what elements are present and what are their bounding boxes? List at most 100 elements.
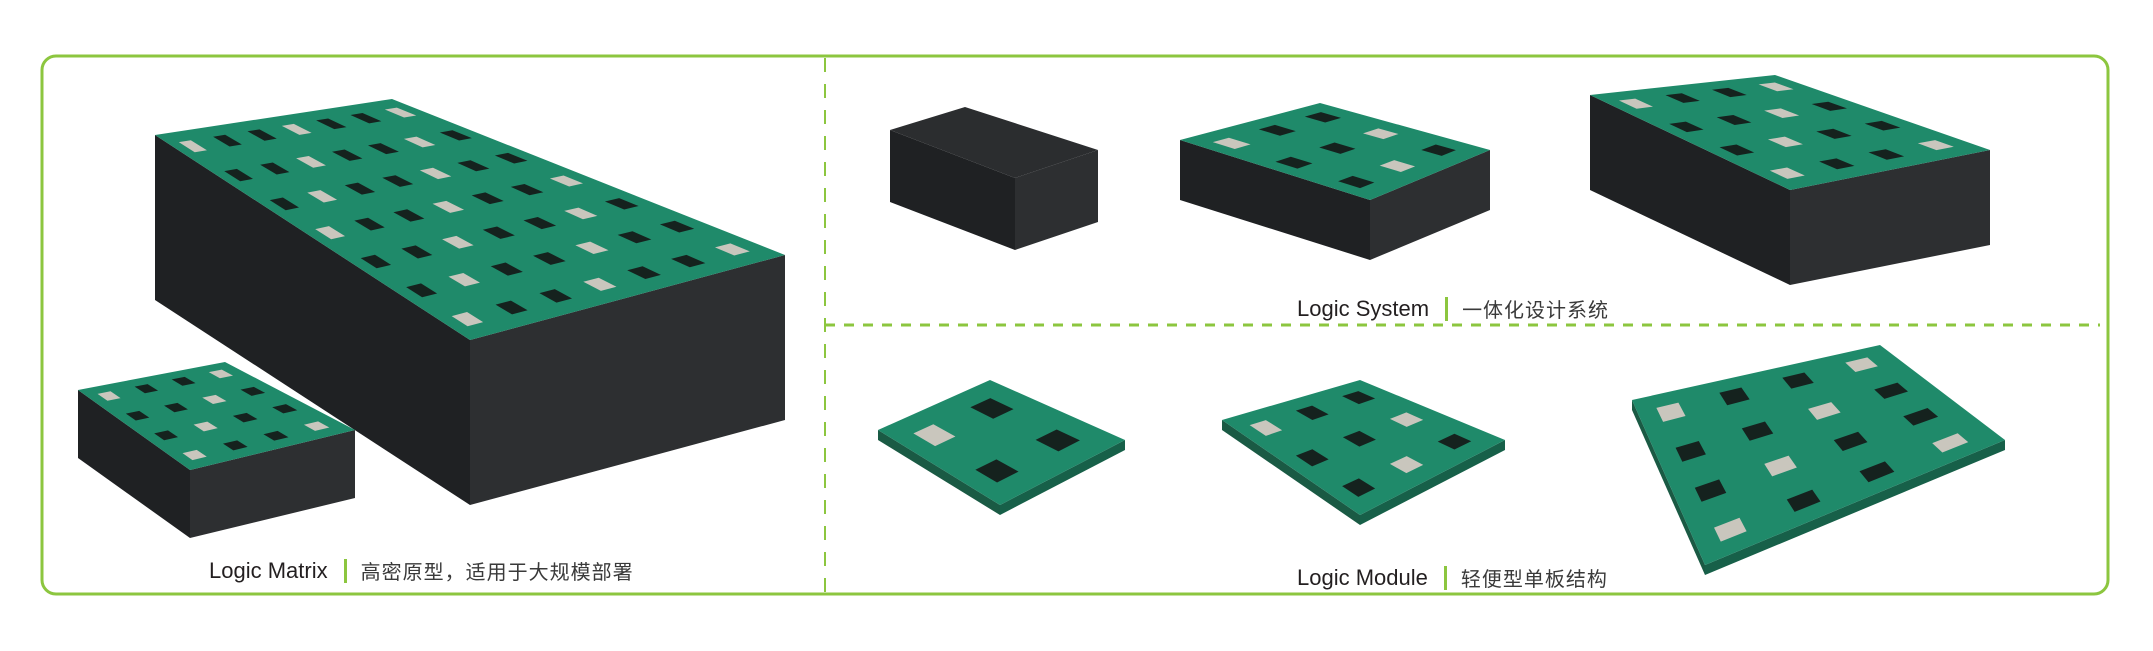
caption-separator xyxy=(343,558,347,583)
caption-separator xyxy=(1443,565,1447,590)
logic-module-dual-board-chip xyxy=(1342,430,1376,447)
logic-matrix-small-unit xyxy=(78,362,355,538)
logic-module-dual-board-chip xyxy=(1389,456,1424,474)
logic-module-quad-board-front-side xyxy=(1705,440,2005,575)
logic-matrix-large-unit-chip xyxy=(224,168,253,182)
logic-matrix-large-unit-chip xyxy=(575,241,609,255)
logic-matrix-large-unit-chip xyxy=(307,190,338,203)
logic-matrix-small-unit-chip xyxy=(164,402,188,413)
logic-system-quad-fpga xyxy=(1590,75,1990,285)
logic-module-dual-board-chip xyxy=(1389,412,1424,427)
logic-matrix-large-unit-chip xyxy=(384,107,417,118)
caption-logic-matrix: Logic Matrix 高密原型，适用于大规模部署 xyxy=(209,556,634,585)
logic-matrix-large-unit-chip xyxy=(442,235,474,249)
logic-system-quad-fpga-chip xyxy=(1767,136,1803,148)
logic-matrix-large-unit-chip xyxy=(360,254,392,269)
logic-matrix-large-unit-chip xyxy=(315,226,346,240)
logic-system-dual-fpga-chip xyxy=(1258,124,1296,136)
logic-matrix-large-unit-chip xyxy=(659,220,695,233)
logic-matrix-large-unit-chip xyxy=(495,300,528,315)
logic-matrix-large-unit-chip xyxy=(382,175,414,187)
logic-matrix-large-unit-chip xyxy=(533,252,566,265)
logic-matrix-small-unit-chip xyxy=(182,449,207,461)
logic-matrix-small-unit-chip xyxy=(232,412,258,423)
logic-module-quad-board-chip xyxy=(1656,402,1686,422)
logic-module-quad-board-chip xyxy=(1764,455,1797,477)
logic-matrix-large-unit-chip xyxy=(296,155,326,168)
caption-logic-module: Logic Module 轻便型单板结构 xyxy=(1297,563,1608,592)
logic-matrix-large-unit-chip xyxy=(494,152,528,164)
logic-system-compact-box-front-side xyxy=(1015,150,1098,250)
logic-matrix-large-unit-chip xyxy=(432,200,465,213)
logic-system-quad-fpga-chip xyxy=(1816,128,1852,139)
logic-matrix-small-unit-chip xyxy=(263,430,289,441)
logic-system-quad-fpga-chip xyxy=(1819,158,1855,170)
logic-matrix-large-unit-chip xyxy=(367,143,399,155)
logic-matrix-large-unit-chip xyxy=(393,209,425,222)
logic-matrix-large-unit-chip xyxy=(671,254,706,268)
logic-module-quad-board-chip xyxy=(1859,461,1895,483)
logic-system-compact-box xyxy=(890,107,1098,250)
logic-system-quad-fpga-chip xyxy=(1764,108,1800,118)
logic-module-single-board-left-side xyxy=(878,430,1000,515)
logic-module-single-board-chip xyxy=(970,398,1014,419)
logic-matrix-large-unit-chip xyxy=(403,136,436,148)
logic-system-quad-fpga-chip xyxy=(1868,149,1905,160)
frame-border xyxy=(40,54,2110,596)
logic-system-quad-fpga-chip xyxy=(1917,140,1954,151)
logic-matrix-large-unit-chip xyxy=(471,192,504,205)
logic-system-quad-fpga-front-side xyxy=(1790,150,1990,285)
logic-module-quad-board-chip xyxy=(1694,479,1727,502)
logic-matrix-small-unit-chip xyxy=(240,386,266,396)
logic-matrix-large-unit-chip xyxy=(350,113,382,124)
logic-module-quad-board-chip xyxy=(1874,382,1908,399)
logic-matrix-large-unit xyxy=(155,99,785,505)
logic-system-compact-box-left-side xyxy=(890,130,1015,250)
logic-module-quad-board-chip xyxy=(1903,407,1939,426)
logic-system-subtitle: 一体化设计系统 xyxy=(1462,298,1610,322)
logic-matrix-large-unit-chip xyxy=(604,198,639,210)
logic-matrix-large-unit-chip xyxy=(490,262,523,276)
logic-module-single-board-chip xyxy=(913,424,956,447)
logic-module-dual-board-left-side xyxy=(1222,420,1360,525)
logic-system-dual-fpga-chip xyxy=(1379,160,1416,172)
logic-matrix-large-unit-chip xyxy=(213,134,242,147)
logic-system-dual-fpga-chip xyxy=(1319,142,1356,154)
logic-module-dual-board-chip xyxy=(1342,478,1376,497)
logic-module-single-board-top xyxy=(878,380,1125,505)
logic-matrix-large-unit-chip xyxy=(523,217,557,230)
caption-logic-system: Logic System 一体化设计系统 xyxy=(1297,294,1609,323)
logic-matrix-large-unit-chip xyxy=(332,149,363,161)
logic-system-dual-fpga-chip xyxy=(1421,144,1456,156)
logic-system-dual-fpga xyxy=(1180,103,1490,260)
logic-module-dual-board-chip xyxy=(1295,405,1329,420)
logic-system-quad-fpga-chip xyxy=(1719,144,1755,156)
logic-module-quad-board-chip xyxy=(1786,489,1821,512)
logic-matrix-small-unit-chip xyxy=(97,391,121,401)
logic-matrix-small-unit-chip xyxy=(202,394,227,405)
logic-matrix-small-unit-chip xyxy=(171,376,196,386)
logic-system-quad-fpga-chip xyxy=(1716,114,1752,126)
logic-system-quad-fpga-chip xyxy=(1618,98,1653,109)
logic-module-dual-board-front-side xyxy=(1360,440,1505,525)
logic-matrix-large-unit-chip xyxy=(316,118,347,130)
logic-matrix-small-unit-chip xyxy=(193,421,218,432)
logic-module-single-board-front-side xyxy=(1000,440,1125,515)
logic-matrix-large-unit-chip xyxy=(627,266,661,280)
logic-matrix-large-unit-chip xyxy=(281,123,312,135)
logic-matrix-large-unit-chip xyxy=(583,277,617,291)
logic-matrix-large-unit-chip xyxy=(419,167,452,180)
logic-matrix-large-unit-chip xyxy=(448,272,480,287)
logic-system-compact-box-top xyxy=(890,107,1098,178)
logic-matrix-large-unit-chip xyxy=(178,140,207,153)
logic-module-quad-board xyxy=(1632,345,2005,575)
logic-system-quad-fpga-chip xyxy=(1712,87,1747,98)
logic-matrix-small-unit-chip xyxy=(303,421,330,431)
logic-matrix-large-unit-chip xyxy=(344,182,376,195)
logic-module-single-board xyxy=(878,380,1125,515)
logic-matrix-large-unit-chip xyxy=(354,217,385,231)
logic-matrix-small-unit-chip xyxy=(134,384,159,394)
logic-matrix-small-unit-chip xyxy=(154,430,179,441)
logic-matrix-large-unit-chip xyxy=(451,312,484,327)
